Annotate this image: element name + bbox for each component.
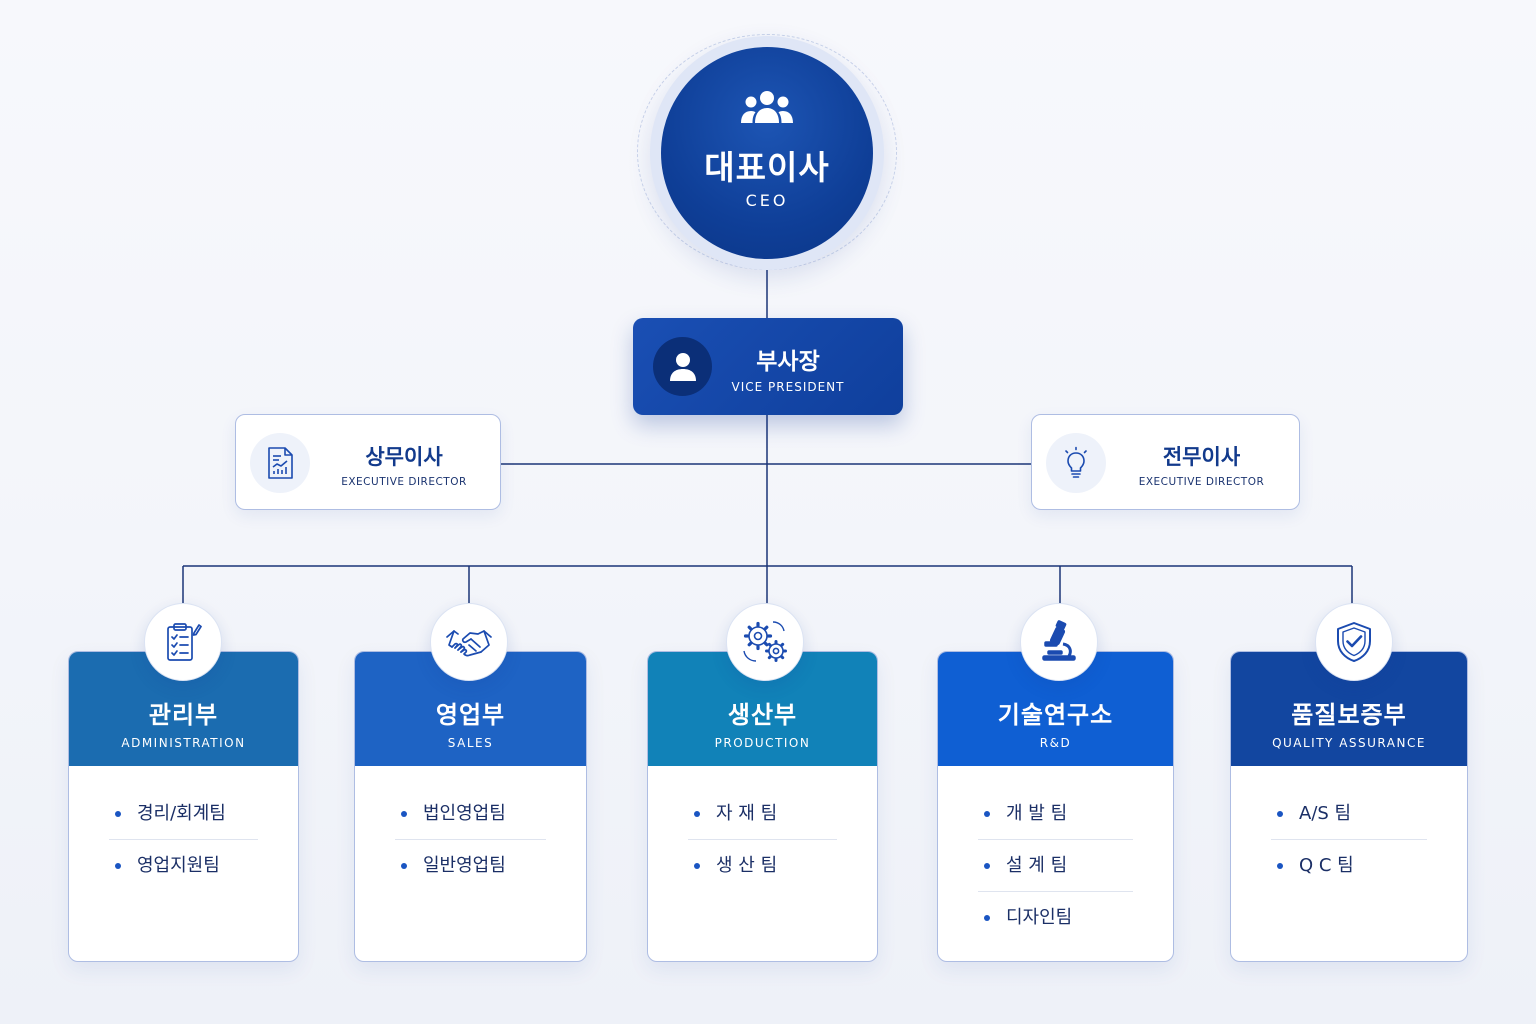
- team-list: 법인영업팀 일반영업팀: [395, 788, 546, 892]
- department-title: 영업부: [435, 701, 506, 729]
- director-badge: [1046, 433, 1106, 493]
- ceo-title: 대표이사: [704, 148, 830, 187]
- bullet-dot: [1277, 811, 1283, 817]
- people-group-icon: [741, 91, 793, 123]
- department-title: 품질보증부: [1291, 701, 1407, 729]
- bullet-dot: [984, 863, 990, 869]
- department-title: 생산부: [727, 701, 798, 729]
- director-subtitle: EXECUTIVE DIRECTOR: [1138, 476, 1265, 488]
- team-item[interactable]: 영업지원팀: [109, 840, 258, 892]
- executive-director-node[interactable]: 상무이사 EXECUTIVE DIRECTOR: [235, 414, 501, 510]
- team-label: 개 발 팀: [1006, 803, 1068, 824]
- director-title: 상무이사: [365, 445, 443, 469]
- department-subtitle: R&D: [1039, 736, 1072, 750]
- team-label: 생 산 팀: [716, 855, 778, 876]
- bullet-dot: [1277, 863, 1283, 869]
- director-title: 전무이사: [1162, 445, 1241, 469]
- team-item[interactable]: 일반영업팀: [395, 840, 546, 892]
- ceo-node[interactable]: 대표이사 CEO: [661, 47, 873, 259]
- bullet-dot: [694, 811, 700, 817]
- department-subtitle: SALES: [447, 736, 494, 750]
- department-subtitle: PRODUCTION: [714, 736, 811, 750]
- team-label: 디자인팀: [1006, 907, 1073, 928]
- person-icon: [669, 352, 696, 381]
- department-title: 관리부: [148, 701, 219, 729]
- team-label: 경리/회계팀: [137, 803, 226, 824]
- department-icon-badge: [1020, 603, 1098, 681]
- team-label: Q C 팀: [1299, 855, 1354, 876]
- department-card-quality-assurance[interactable]: 품질보증부 QUALITY ASSURANCE A/S 팀 Q C 팀: [1230, 651, 1468, 962]
- team-label: 일반영업팀: [423, 855, 506, 876]
- vice-president-title: 부사장: [756, 349, 820, 375]
- team-item[interactable]: A/S 팀: [1271, 788, 1427, 840]
- team-label: 설 계 팀: [1006, 855, 1068, 876]
- bullet-dot: [115, 863, 121, 869]
- team-list: 개 발 팀 설 계 팀 디자인팀: [978, 788, 1133, 944]
- bullet-dot: [115, 811, 121, 817]
- department-subtitle: QUALITY ASSURANCE: [1272, 736, 1426, 750]
- bullet-dot: [401, 811, 407, 817]
- team-item[interactable]: 생 산 팀: [688, 840, 837, 892]
- team-list: 경리/회계팀 영업지원팀: [109, 788, 258, 892]
- team-label: A/S 팀: [1299, 803, 1352, 824]
- department-card-administration[interactable]: 관리부 ADMINISTRATION 경리/회계팀 영업지원팀: [68, 651, 299, 962]
- department-card-production[interactable]: 생산부 PRODUCTION 자 재 팀 생 산 팀: [647, 651, 878, 962]
- team-item[interactable]: 설 계 팀: [978, 840, 1133, 892]
- avatar: [653, 337, 712, 396]
- department-icon-badge: [144, 603, 222, 681]
- vice-president-subtitle: VICE PRESIDENT: [731, 380, 845, 394]
- department-card-sales[interactable]: 영업부 SALES 법인영업팀 일반영업팀: [354, 651, 587, 962]
- clipboard-checklist-icon: [167, 623, 202, 661]
- team-list: 자 재 팀 생 산 팀: [688, 788, 837, 892]
- team-list: A/S 팀 Q C 팀: [1271, 788, 1427, 892]
- bullet-dot: [401, 863, 407, 869]
- team-label: 영업지원팀: [137, 855, 220, 876]
- ceo-subtitle: CEO: [745, 191, 789, 210]
- team-item[interactable]: 자 재 팀: [688, 788, 837, 840]
- handshake-icon: [446, 630, 492, 657]
- report-document-icon: [268, 447, 293, 479]
- team-item[interactable]: 경리/회계팀: [109, 788, 258, 840]
- department-icon-badge: [726, 603, 804, 681]
- shield-check-icon: [1337, 622, 1371, 662]
- department-icon-badge: [430, 603, 508, 681]
- team-label: 법인영업팀: [423, 803, 506, 824]
- department-title: 기술연구소: [997, 701, 1114, 729]
- team-label: 자 재 팀: [716, 803, 778, 824]
- team-item[interactable]: 법인영업팀: [395, 788, 546, 840]
- team-item[interactable]: 디자인팀: [978, 892, 1133, 944]
- bullet-dot: [984, 915, 990, 921]
- microscope-icon: [1042, 620, 1076, 661]
- department-icon-badge: [1315, 603, 1393, 681]
- director-subtitle: EXECUTIVE DIRECTOR: [341, 476, 467, 488]
- department-subtitle: ADMINISTRATION: [121, 736, 246, 750]
- senior-executive-director-node[interactable]: 전무이사 EXECUTIVE DIRECTOR: [1031, 414, 1300, 510]
- team-item[interactable]: Q C 팀: [1271, 840, 1427, 892]
- bullet-dot: [984, 811, 990, 817]
- gears-icon: [743, 621, 787, 662]
- director-badge: [250, 433, 310, 493]
- department-card-rnd[interactable]: 기술연구소 R&D 개 발 팀 설 계 팀 디자인팀: [937, 651, 1174, 962]
- bullet-dot: [694, 863, 700, 869]
- lightbulb-icon: [1065, 446, 1087, 478]
- vice-president-node[interactable]: 부사장 VICE PRESIDENT: [633, 318, 903, 415]
- team-item[interactable]: 개 발 팀: [978, 788, 1133, 840]
